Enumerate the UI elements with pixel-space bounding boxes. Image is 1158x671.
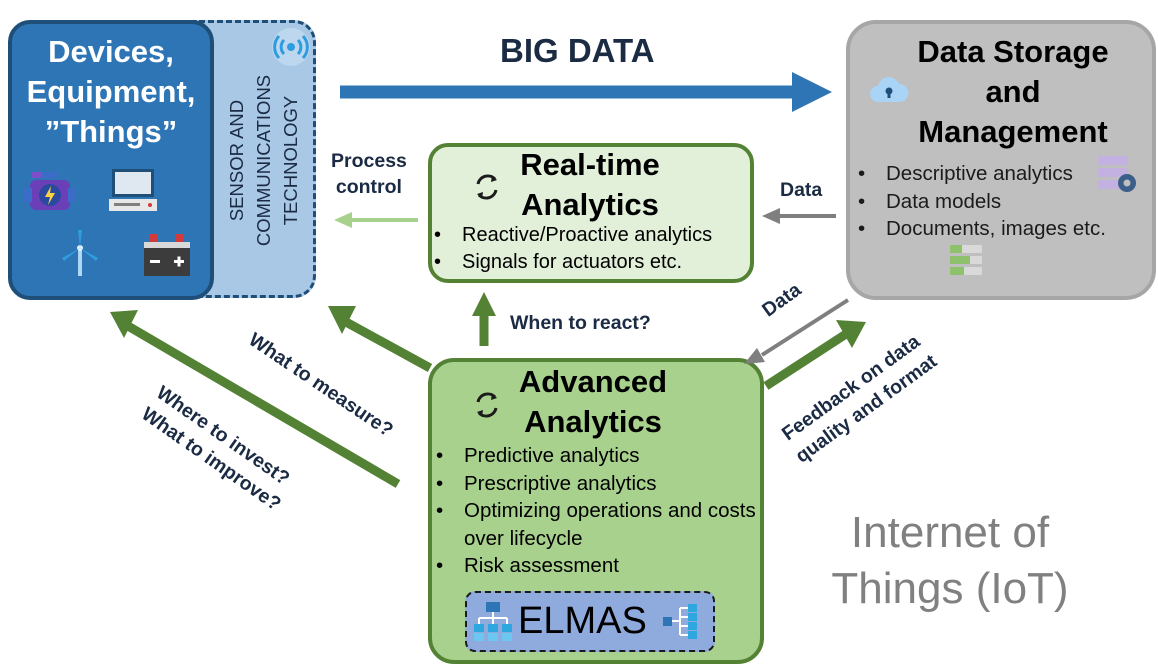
data-label: Data xyxy=(780,179,823,201)
storage-list: Descriptive analytics Data models Docume… xyxy=(858,160,1148,243)
wireless-signal-icon xyxy=(272,28,310,66)
devices-title-line: Devices, xyxy=(48,34,174,69)
process-control-line: control xyxy=(335,176,402,198)
wind-turbine-icon xyxy=(62,230,98,276)
big-data-label: BIG DATA xyxy=(500,32,655,69)
process-control-label: Process control xyxy=(331,148,407,200)
feedback-arrow xyxy=(763,320,866,390)
devices-title-line: Equipment, xyxy=(26,74,196,109)
cloud-lock-icon xyxy=(870,77,909,102)
devices-title: Devices, Equipment, ”Things” xyxy=(8,32,214,152)
where-to-invest-arrow xyxy=(110,310,401,488)
iot-title-line: Internet of xyxy=(850,508,1050,557)
elmas-label: ELMAS xyxy=(518,600,647,642)
list-item: Data models xyxy=(858,188,1148,216)
process-control-line: Process xyxy=(331,150,407,172)
tree-structure-icon xyxy=(663,604,697,639)
battery-icon xyxy=(144,234,190,276)
refresh-cycle-icon xyxy=(476,392,498,418)
list-item: Predictive analytics xyxy=(436,442,756,470)
data-to-advanced-arrow xyxy=(744,298,850,364)
list-item: Documents, images etc. xyxy=(858,215,1148,243)
when-to-react-label: When to react? xyxy=(510,312,651,334)
computer-icon xyxy=(109,169,157,211)
realtime-list: Reactive/Proactive analytics Signals for… xyxy=(434,222,754,276)
storage-title-line: Management xyxy=(918,114,1108,149)
list-item: Signals for actuators etc. xyxy=(434,249,754,276)
list-item: Optimizing operations and costs over lif… xyxy=(436,497,756,552)
hierarchy-icon xyxy=(474,602,512,641)
realtime-title-line: Analytics xyxy=(521,187,659,222)
advanced-analytics-title: Advanced Analytics xyxy=(500,362,686,442)
list-item: Descriptive analytics xyxy=(858,160,1148,188)
advanced-title-line: Advanced xyxy=(518,364,668,399)
when-to-react-arrow xyxy=(472,292,496,346)
storage-title-line: and xyxy=(985,74,1041,109)
iot-title: Internet of Things (IoT) xyxy=(800,505,1100,617)
what-to-measure-arrow xyxy=(328,306,433,372)
process-control-arrow xyxy=(334,212,418,228)
refresh-cycle-icon xyxy=(476,174,498,200)
big-data-arrow xyxy=(340,72,832,112)
advanced-title-line: Analytics xyxy=(524,404,662,439)
devices-title-line: ”Things” xyxy=(44,114,178,149)
data-to-realtime-arrow xyxy=(762,208,836,224)
data-table-icon xyxy=(950,245,982,275)
storage-title-line: Data Storage xyxy=(917,34,1109,69)
engine-icon xyxy=(24,172,76,210)
advanced-list: Predictive analytics Prescriptive analyt… xyxy=(436,442,756,580)
storage-title: Data Storage and Management xyxy=(890,32,1136,152)
list-item: Risk assessment xyxy=(436,552,756,580)
database-gear-icon xyxy=(1098,156,1136,192)
list-item: Prescriptive analytics xyxy=(436,470,756,498)
realtime-title-line: Real-time xyxy=(520,147,660,182)
list-item: Reactive/Proactive analytics xyxy=(434,222,754,249)
iot-title-line: Things (IoT) xyxy=(831,564,1069,613)
realtime-analytics-title: Real-time Analytics xyxy=(500,145,680,225)
